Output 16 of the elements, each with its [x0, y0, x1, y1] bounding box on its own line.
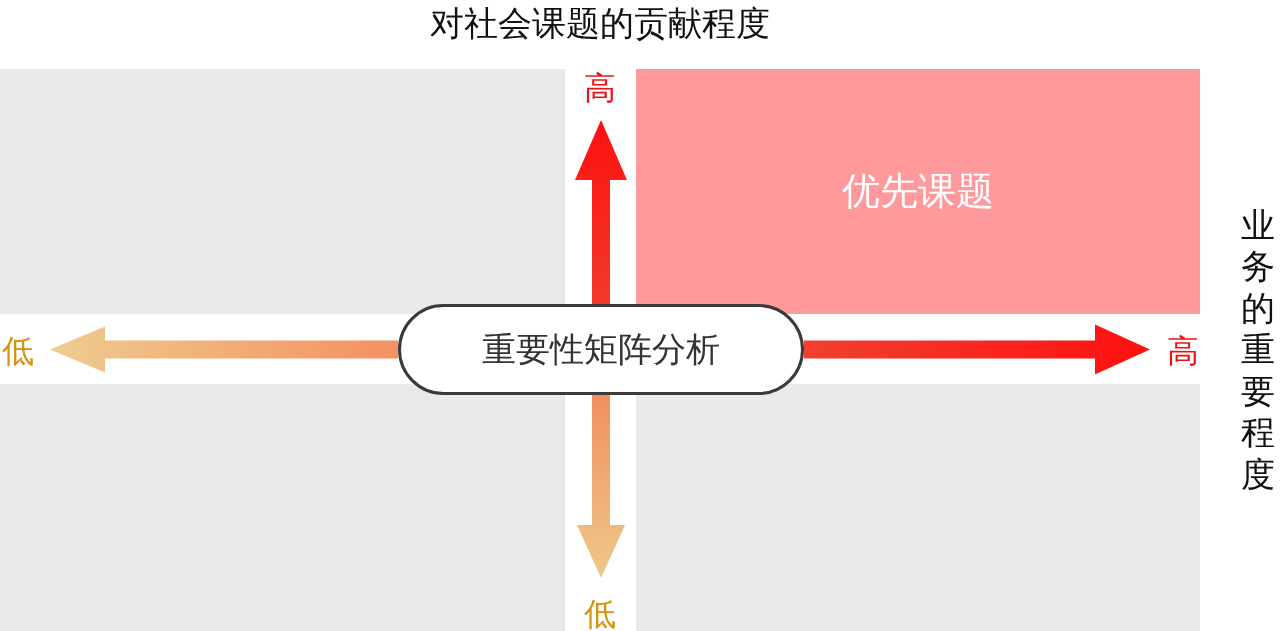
- quadrant-panel: [636, 384, 1200, 631]
- axis-label: 高: [584, 72, 616, 104]
- axis-title: 对社会课题的贡献程度: [430, 6, 770, 40]
- block-arrow: [804, 324, 1150, 375]
- quadrant-panel: [0, 384, 565, 631]
- node-text: 重要性矩阵分析: [482, 327, 720, 371]
- axis-label: 低: [584, 598, 616, 630]
- block-arrow: [577, 394, 625, 578]
- block-arrow: [575, 120, 627, 305]
- priority-quadrant: [636, 69, 1200, 314]
- axis-label: 高: [1167, 335, 1199, 367]
- node-text: 优先课题: [842, 168, 994, 215]
- quadrant-panel: [0, 69, 565, 314]
- axis-title: 业务的重要程度: [1241, 205, 1275, 496]
- block-arrow: [50, 326, 398, 373]
- axis-label: 低: [2, 335, 34, 367]
